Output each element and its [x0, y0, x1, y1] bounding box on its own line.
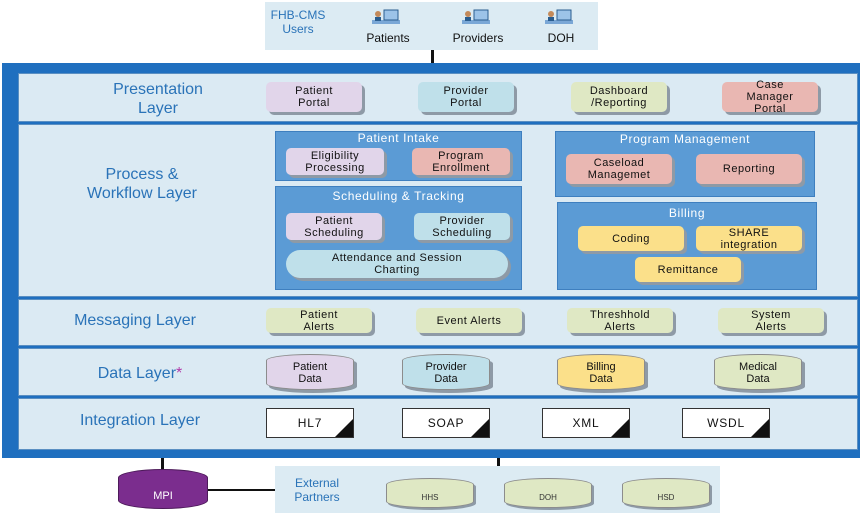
dashboard-reporting: Dashboard/Reporting	[571, 82, 667, 112]
users-connector	[431, 50, 434, 64]
user-doh: DOH	[526, 8, 596, 45]
coding: Coding	[578, 226, 684, 251]
partner-hsd: HSD	[622, 478, 710, 508]
scheduling-tracking-title: Scheduling & Tracking	[332, 189, 465, 203]
remittance: Remittance	[635, 257, 741, 282]
data-layer-title: Data Layer*	[97, 365, 183, 382]
billing-title: Billing	[668, 206, 706, 220]
protocol-hl7: HL7	[266, 408, 354, 438]
process-layer-title: Process & Workflow Layer	[87, 166, 197, 202]
protocol-xml: XML	[542, 408, 630, 438]
user-providers: Providers	[443, 8, 513, 45]
user-at-computer-icon	[372, 9, 400, 24]
program-reporting: Reporting	[696, 154, 802, 184]
protocol-wsdl: WSDL	[682, 408, 770, 438]
data-layer-asterisk: *	[176, 365, 183, 382]
mpi-connector	[161, 458, 164, 470]
users-panel	[265, 2, 598, 50]
user-at-computer-icon	[462, 9, 490, 24]
partner-doh: DOH	[504, 478, 592, 508]
messaging-layer-title: Messaging Layer	[74, 312, 196, 329]
patient-intake-title: Patient Intake	[357, 131, 440, 145]
user-patients: Patients	[353, 8, 423, 45]
protocol-soap: SOAP	[402, 408, 490, 438]
presentation-layer-title: Presentation Layer	[113, 81, 203, 117]
users-title: FHB-CMS Users	[270, 8, 326, 36]
external-partners-title: External Partners	[294, 476, 340, 504]
user-at-computer-icon	[545, 9, 573, 24]
integration-layer-title: Integration Layer	[79, 412, 201, 429]
program-management-title: Program Management	[619, 132, 751, 146]
partners-connector	[497, 458, 500, 468]
event-alerts: Event Alerts	[416, 308, 522, 333]
partner-hhs: HHS	[386, 478, 474, 508]
mpi-to-partners-line	[208, 489, 275, 491]
mpi-database: MPI	[118, 469, 208, 509]
